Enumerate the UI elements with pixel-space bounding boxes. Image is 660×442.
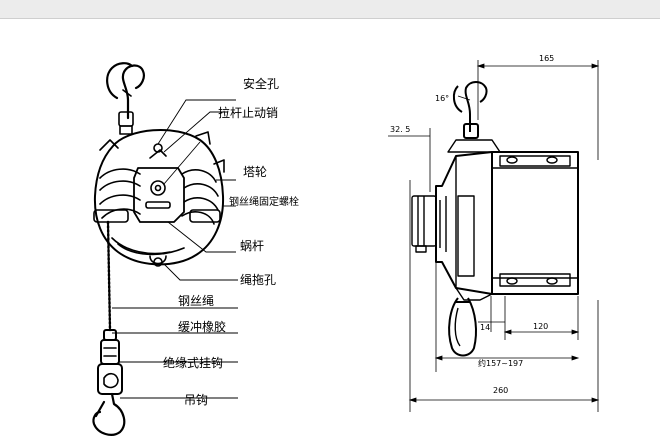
bottom-fittings — [97, 329, 123, 395]
dim-120: 120 — [533, 322, 548, 331]
dim-14: 14 — [480, 323, 490, 332]
label-safety-hole: 安全孔 — [243, 76, 279, 91]
top-hook — [106, 62, 145, 135]
label-buffer-rubber: 缓冲橡胶 — [178, 319, 226, 334]
right-top-hook — [452, 81, 488, 139]
label-cone-pulley: 塔轮 — [243, 165, 267, 179]
wire-rope-line — [106, 220, 112, 332]
right-drawing — [411, 81, 579, 357]
left-drawing — [92, 62, 225, 436]
dimension-labels: 165 16° 32. 5 14 120 约157~197 260 — [390, 54, 554, 395]
top-divider — [0, 18, 660, 19]
dim-165: 165 — [539, 54, 554, 63]
label-wire-rope-fixing-bolt: 钢丝绳固定螺栓 — [229, 195, 299, 208]
housing — [93, 129, 225, 267]
bottom-hook — [92, 392, 126, 436]
label-lifting-hook: 吊钩 — [184, 393, 208, 407]
dim-32-5: 32. 5 — [390, 125, 410, 134]
dim-16: 16° — [435, 94, 449, 103]
label-worm: 蜗杆 — [240, 238, 264, 253]
dim-157-197: 约157~197 — [478, 358, 523, 368]
top-bar — [0, 0, 660, 18]
dim-260: 260 — [493, 386, 508, 395]
dimension-lines — [388, 60, 600, 412]
leader-lines — [112, 99, 238, 399]
label-wire-rope: 钢丝绳 — [178, 294, 214, 308]
label-rope-drag-hole: 绳拖孔 — [240, 273, 276, 287]
right-bottom-hook — [448, 297, 477, 357]
left-labels: 安全孔 拉杆止动销 塔轮 钢丝绳固定螺栓 蜗杆 绳拖孔 钢丝绳 缓冲橡胶 绝缘式… — [163, 76, 299, 407]
label-pull-rod-stop-pin: 拉杆止动销 — [218, 105, 278, 120]
label-insulated-hook: 绝缘式挂钩 — [163, 355, 223, 370]
